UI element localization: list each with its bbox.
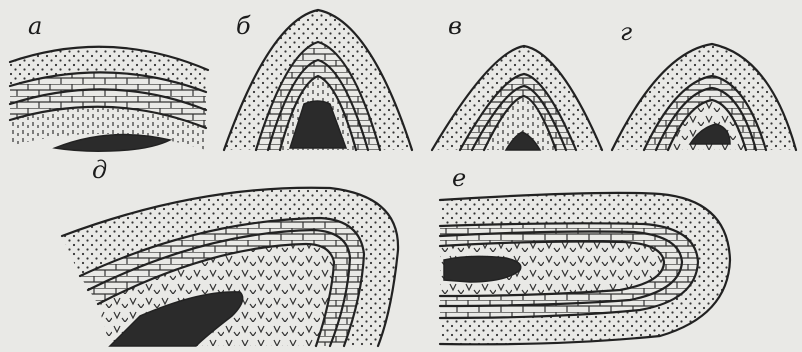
panel-label-v: в xyxy=(448,12,462,40)
panel-label-a: а xyxy=(28,12,42,40)
panel-d: д xyxy=(62,156,398,346)
panel-label-d: д xyxy=(92,156,107,184)
panel-label-b: б xyxy=(236,12,251,40)
panel-a: а xyxy=(10,12,208,151)
panel-label-g: г xyxy=(620,18,632,46)
panel-g: г xyxy=(612,18,796,150)
panel-e: е xyxy=(440,164,730,344)
panel-b: б xyxy=(224,10,412,150)
panel-v: в xyxy=(432,12,602,150)
panel-label-e: е xyxy=(452,164,466,192)
ore-body xyxy=(55,135,170,152)
